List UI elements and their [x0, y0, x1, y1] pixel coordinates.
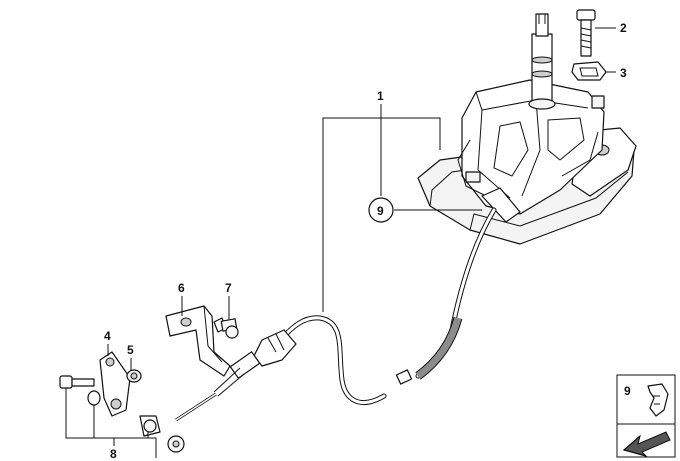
- nut-part-5: [126, 369, 142, 383]
- callout-3: 3: [620, 66, 627, 80]
- callout-labels: 1 2 3 4 5 6 7 8 9: [104, 21, 627, 461]
- selector-cable-part-1: [175, 207, 497, 422]
- callout-4: 4: [104, 329, 111, 343]
- clip-icon: [647, 383, 669, 417]
- callout-8: 8: [110, 447, 117, 461]
- callout-9: 9: [377, 204, 384, 218]
- callout-1: 1: [377, 89, 384, 103]
- callout-9-circle: [368, 197, 394, 223]
- callout-6: 6: [178, 281, 185, 295]
- gear-selector-housing: [417, 13, 637, 245]
- clip-nut-part-3: [571, 61, 607, 81]
- bolt-part-7: [213, 317, 239, 339]
- callout-2: 2: [620, 21, 627, 35]
- bolt-part-2: [576, 9, 596, 57]
- inset-label-9: 9: [624, 384, 631, 398]
- lever-part-4: [99, 351, 131, 417]
- bracket-part-6: [165, 305, 231, 377]
- callout-7: 7: [225, 281, 232, 295]
- leader-lines: [65, 27, 616, 458]
- direction-arrow-icon: [622, 431, 671, 457]
- callout-5: 5: [127, 343, 134, 357]
- hardware-set-part-8: [59, 375, 185, 453]
- inset-box: 9: [616, 374, 676, 458]
